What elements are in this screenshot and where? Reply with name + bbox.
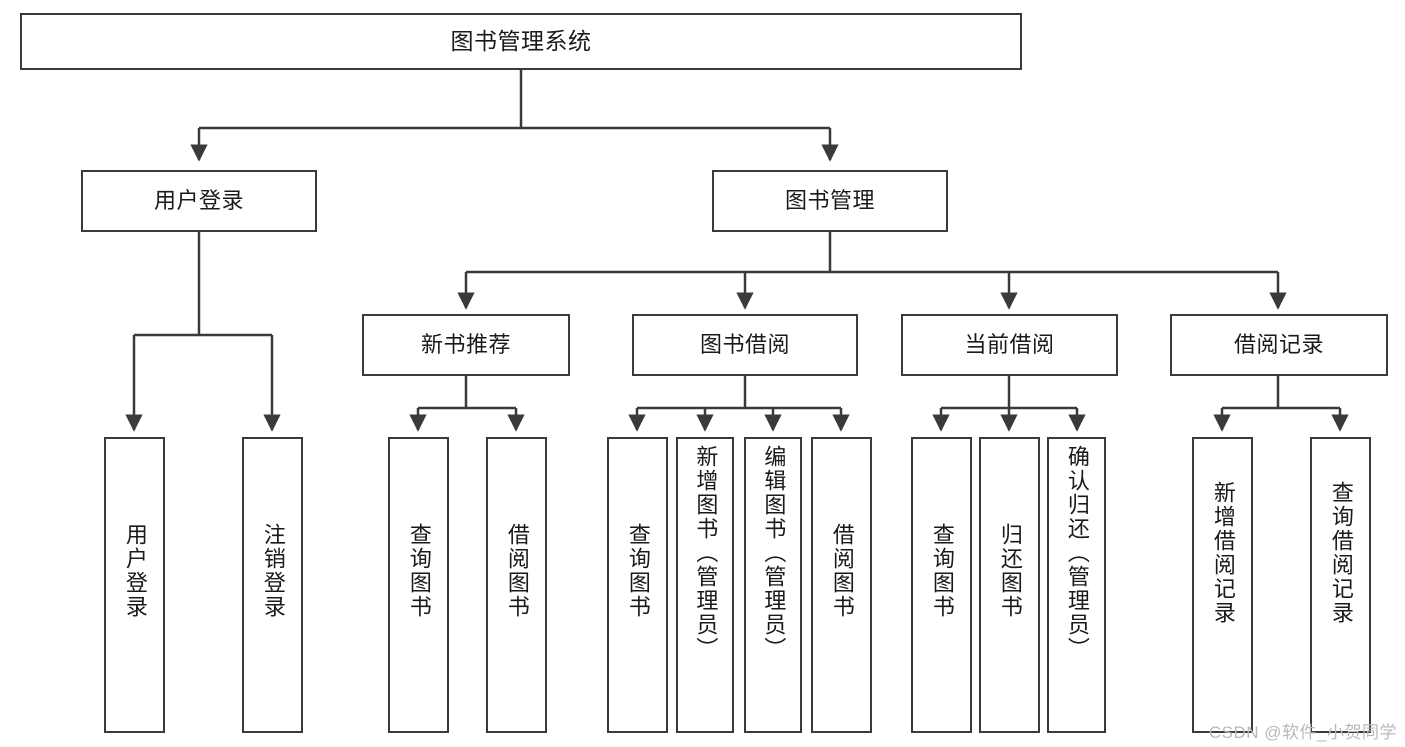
node-user-login[interactable]: 用户登录 — [81, 170, 317, 232]
leaf-query-record[interactable]: 查询借阅记录 — [1310, 437, 1371, 733]
leaf-confirm-return[interactable]: 确认归还（管理员） — [1047, 437, 1106, 733]
node-book-management[interactable]: 图书管理 — [712, 170, 948, 232]
node-label: 借阅图书 — [829, 523, 855, 619]
leaf-query-book-2[interactable]: 查询图书 — [607, 437, 668, 733]
node-label: 用户登录 — [153, 188, 244, 214]
leaf-user-login[interactable]: 用户登录 — [104, 437, 165, 733]
node-label: 查询借阅记录 — [1328, 481, 1354, 625]
leaf-edit-book[interactable]: 编辑图书（管理员） — [744, 437, 802, 733]
node-label: 新增借阅记录 — [1210, 481, 1236, 625]
node-label: 新书推荐 — [420, 332, 511, 358]
node-label: 编辑图书（管理员） — [761, 445, 787, 661]
node-label: 借阅图书 — [504, 523, 530, 619]
node-label: 归还图书 — [997, 523, 1023, 619]
leaf-borrow-book-2[interactable]: 借阅图书 — [811, 437, 872, 733]
node-label: 图书管理系统 — [450, 28, 592, 55]
leaf-add-record[interactable]: 新增借阅记录 — [1192, 437, 1253, 733]
node-new-book-recommend[interactable]: 新书推荐 — [362, 314, 570, 376]
node-label: 图书管理 — [784, 188, 875, 214]
node-label: 查询图书 — [406, 523, 432, 619]
node-label: 借阅记录 — [1233, 332, 1324, 358]
node-borrow-record[interactable]: 借阅记录 — [1170, 314, 1388, 376]
leaf-add-book[interactable]: 新增图书（管理员） — [676, 437, 734, 733]
node-label: 查询图书 — [625, 523, 651, 619]
node-label: 图书借阅 — [699, 332, 790, 358]
leaf-query-book-3[interactable]: 查询图书 — [911, 437, 972, 733]
leaf-logout-login[interactable]: 注销登录 — [242, 437, 303, 733]
leaf-return-book[interactable]: 归还图书 — [979, 437, 1040, 733]
node-label: 用户登录 — [122, 523, 148, 619]
node-label: 确认归还（管理员） — [1064, 445, 1090, 661]
node-label: 注销登录 — [260, 523, 286, 619]
node-current-borrow[interactable]: 当前借阅 — [901, 314, 1118, 376]
node-book-borrow[interactable]: 图书借阅 — [632, 314, 858, 376]
node-root-system[interactable]: 图书管理系统 — [20, 13, 1022, 70]
leaf-query-book-1[interactable]: 查询图书 — [388, 437, 449, 733]
watermark-text: CSDN @软件_小贺同学 — [1208, 723, 1397, 742]
node-label: 当前借阅 — [964, 332, 1055, 358]
node-label: 新增图书（管理员） — [693, 445, 719, 661]
node-label: 查询图书 — [929, 523, 955, 619]
leaf-borrow-book-1[interactable]: 借阅图书 — [486, 437, 547, 733]
